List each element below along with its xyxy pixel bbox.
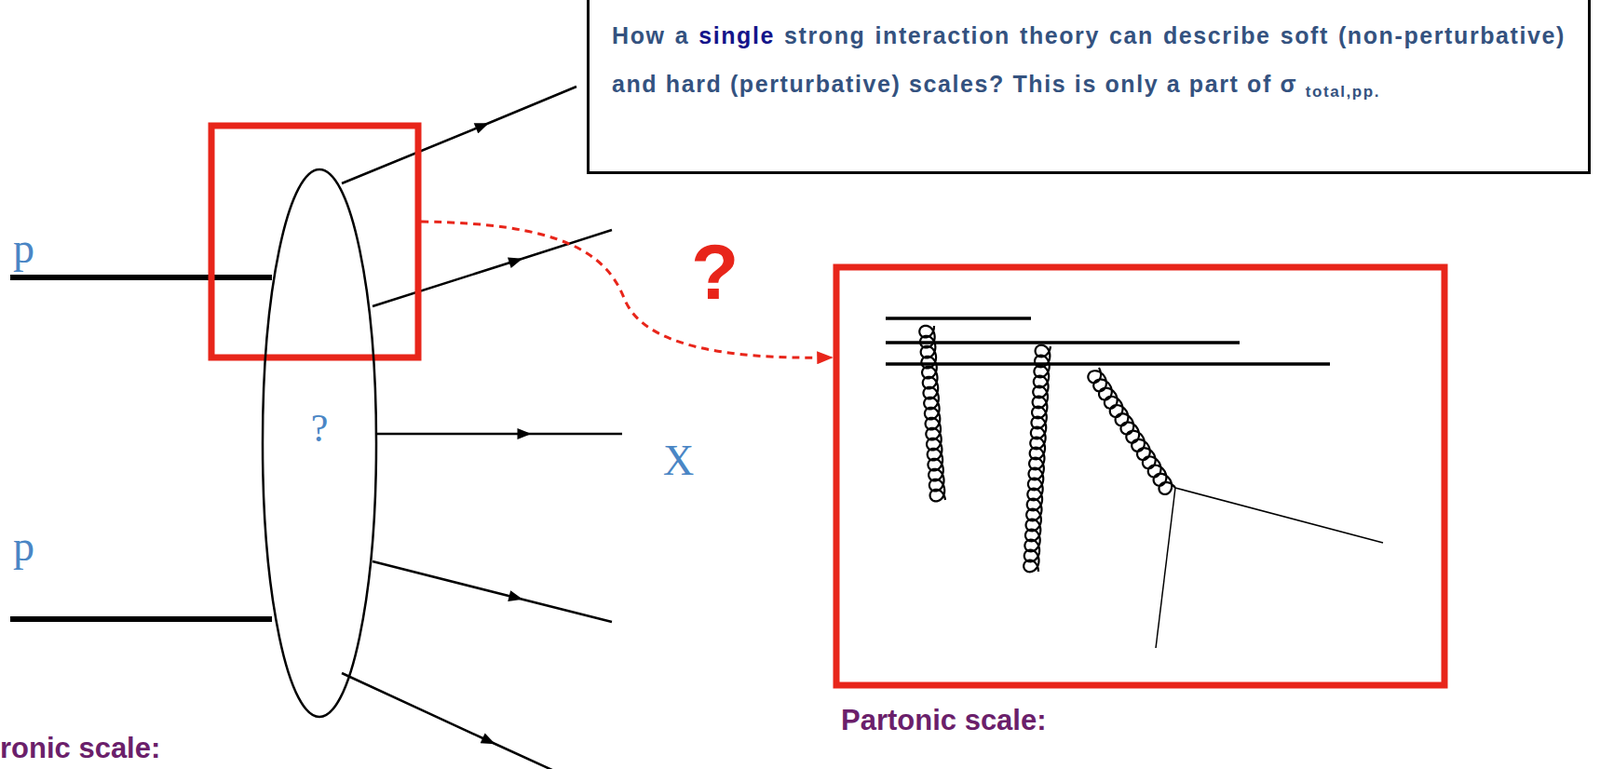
- outgoing-line: [372, 561, 612, 623]
- outgoing-line: [341, 86, 577, 184]
- scale-heading: ronic scale:: [0, 733, 161, 763]
- quark-line: [885, 316, 1031, 321]
- final-state-label: X: [663, 439, 694, 483]
- zoom-arrow: [420, 221, 832, 358]
- quark-line: [885, 362, 1330, 367]
- question-box: How a single strong interaction theory c…: [586, 0, 1591, 175]
- gluon: [1023, 345, 1051, 573]
- outgoing-parton: [1155, 488, 1176, 649]
- proton-label: p: [13, 525, 35, 569]
- quark-line: [885, 340, 1240, 345]
- proton-label: p: [13, 227, 35, 271]
- outgoing-line: [377, 433, 623, 436]
- question-mark: ?: [691, 232, 739, 312]
- outgoing-line: [372, 230, 612, 307]
- question-text: How a single strong interaction theory c…: [611, 11, 1566, 117]
- gluon: [919, 325, 946, 502]
- outgoing-parton: [1175, 488, 1384, 543]
- interaction-blob: ?: [260, 167, 379, 719]
- scale-heading: Partonic scale:: [840, 705, 1047, 735]
- proton-line: [10, 616, 272, 623]
- zoom-box: [836, 267, 1445, 686]
- zoom-box: [211, 125, 419, 358]
- outgoing-line: [341, 673, 587, 769]
- unknown-mark: ?: [260, 406, 379, 451]
- gluon: [1087, 367, 1176, 495]
- proton-line: [10, 274, 272, 281]
